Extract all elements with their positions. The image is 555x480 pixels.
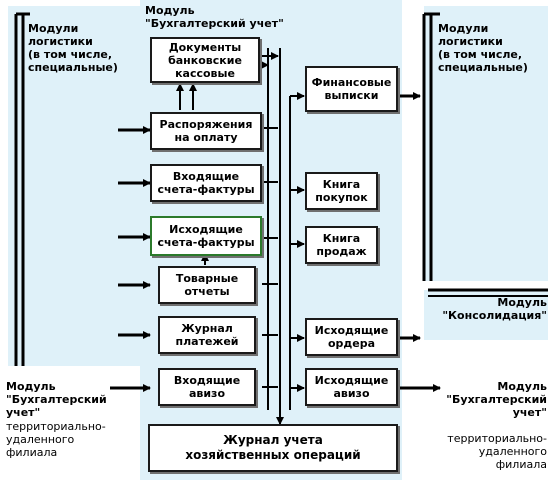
- outgoing-orders-box: Исходящие ордера: [305, 318, 398, 356]
- right-branch-module-subtitle: территориально- удаленного филиала: [447, 432, 547, 471]
- outgoing-advice-box: Исходящие авизо: [305, 368, 398, 406]
- operations-journal-box: Журнал учета хозяйственных операций: [148, 424, 398, 472]
- purchase-book-box: Книга покупок: [305, 172, 378, 210]
- right-branch-module-title: Модуль "Бухгалтерский учет": [446, 380, 547, 419]
- left-branch-module-subtitle: территориально- удаленного филиала: [6, 420, 106, 459]
- right-logistics-label: Модули логистики (в том числе, специальн…: [438, 22, 528, 74]
- bank-documents-box: Документы банковские кассовые: [150, 37, 260, 83]
- goods-reports-box: Товарные отчеты: [158, 266, 256, 304]
- logistics-panel-left: [8, 6, 140, 366]
- incoming-advice-box: Входящие авизо: [158, 368, 256, 406]
- center-module-title: Модуль "Бухгалтерский учет": [145, 4, 284, 30]
- consolidation-panel: [424, 290, 548, 340]
- payment-orders-box: Распоряжения на оплату: [150, 112, 262, 150]
- outgoing-invoices-box: Исходящие счета-фактуры: [150, 216, 262, 256]
- logistics-panel-right: [424, 6, 548, 281]
- left-branch-module-title: Модуль "Бухгалтерский учет": [6, 380, 107, 419]
- incoming-invoices-box: Входящие счета-фактуры: [150, 164, 262, 202]
- payment-journal-box: Журнал платежей: [158, 316, 256, 354]
- consolidation-module-label: Модуль "Консолидация": [442, 296, 547, 322]
- financial-statements-box: Финансовые выписки: [305, 66, 398, 112]
- sales-book-box: Книга продаж: [305, 226, 378, 264]
- left-logistics-label: Модули логистики (в том числе, специальн…: [28, 22, 118, 74]
